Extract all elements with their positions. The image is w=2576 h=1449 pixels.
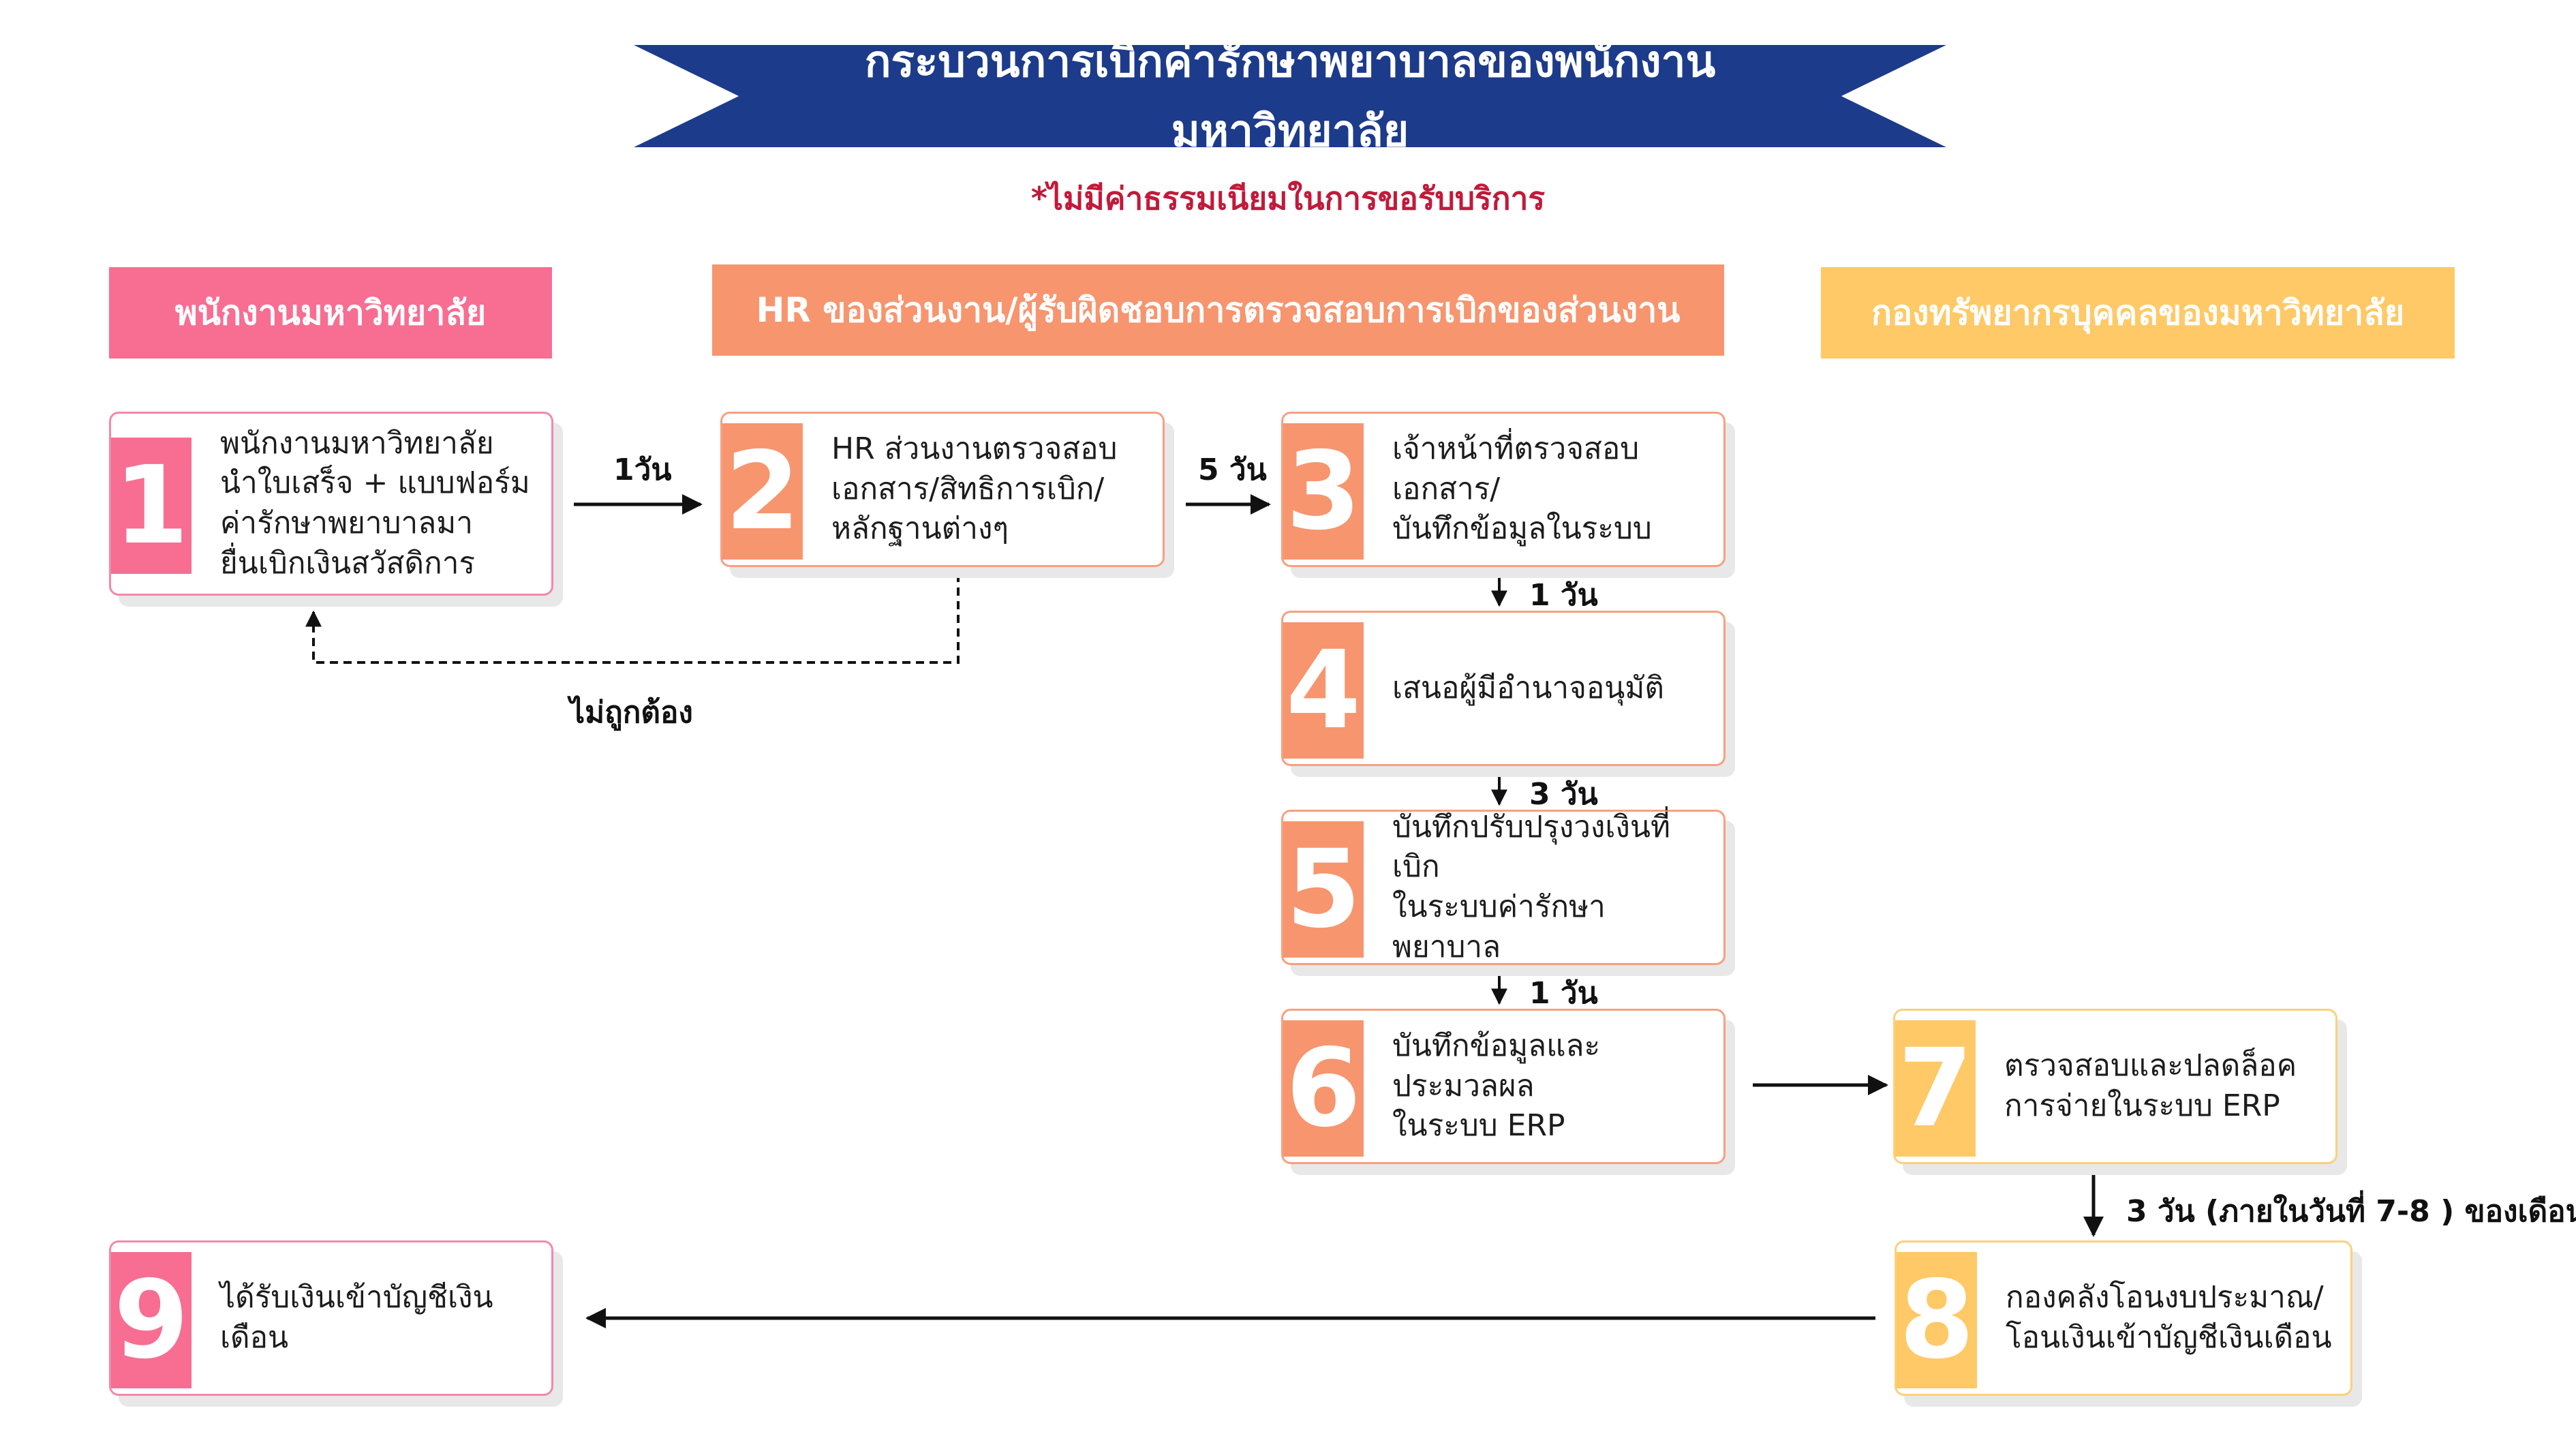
step-4-text: เสนอผู้มีอำนาจอนุมัติ bbox=[1392, 670, 1664, 705]
step-1-number: 1 bbox=[111, 438, 191, 574]
step-9-number: 9 bbox=[111, 1252, 191, 1388]
reject-label: ไม่ถูกต้อง bbox=[570, 695, 693, 730]
duration-2-3: 5 วัน bbox=[1198, 453, 1267, 487]
title-banner: กระบวนการเบิกค่ารักษาพยาบาลของพนักงานมหา… bbox=[634, 45, 1946, 147]
fee-note: *ไม่มีค่าธรรมเนียมในการขอรับบริการ bbox=[1030, 180, 1546, 217]
step-3-box: 3 เจ้าหน้าที่ตรวจสอบเอกสาร/ บันทึกข้อมูล… bbox=[1281, 412, 1726, 567]
step-5-number: 5 bbox=[1283, 821, 1364, 958]
duration-5-6: 1 วัน bbox=[1529, 976, 1598, 1011]
step-7-text: ตรวจสอบและปลดล็อค การจ่ายในระบบ ERP bbox=[2004, 1048, 2297, 1123]
page-title: กระบวนการเบิกค่ารักษาพยาบาลของพนักงานมหา… bbox=[864, 37, 1716, 157]
column-header-unit-hr: HR ของส่วนงาน/ผู้รับผิดชอบการตรวจสอบการเ… bbox=[712, 264, 1724, 356]
step-5-box: 5 บันทึกปรับปรุงวงเงินที่เบิก ในระบบค่าร… bbox=[1281, 810, 1726, 965]
step-1-text: พนักงานมหาวิทยาลัย นำใบเสร็จ + แบบฟอร์ม … bbox=[220, 425, 530, 581]
step-7-number: 7 bbox=[1895, 1020, 1976, 1157]
step-1-box: 1 พนักงานมหาวิทยาลัย นำใบเสร็จ + แบบฟอร์… bbox=[109, 412, 553, 596]
step-5-text: บันทึกปรับปรุงวงเงินที่เบิก ในระบบค่ารัก… bbox=[1392, 809, 1670, 964]
step-3-number: 3 bbox=[1283, 423, 1364, 560]
step-4-box: 4 เสนอผู้มีอำนาจอนุมัติ bbox=[1281, 611, 1726, 766]
duration-3-4: 1 วัน bbox=[1529, 578, 1598, 613]
step-8-number: 8 bbox=[1897, 1252, 1977, 1388]
step-4-number: 4 bbox=[1283, 622, 1364, 759]
step-8-box: 8 กองคลังโอนงบประมาณ/ โอนเงินเข้าบัญชีเง… bbox=[1895, 1240, 2352, 1396]
duration-7-8: 3 วัน (ภายในวันที่ 7-8 ) ของเดือน bbox=[2126, 1194, 2576, 1229]
step-9-box: 9 ได้รับเงินเข้าบัญชีเงินเดือน bbox=[109, 1240, 553, 1396]
column-header-employee: พนักงานมหาวิทยาลัย bbox=[109, 267, 552, 359]
step-2-box: 2 HR ส่วนงานตรวจสอบ เอกสาร/สิทธิการเบิก/… bbox=[720, 412, 1165, 567]
step-6-box: 6 บันทึกข้อมูลและประมวลผล ในระบบ ERP bbox=[1281, 1009, 1726, 1164]
step-8-text: กองคลังโอนงบประมาณ/ โอนเงินเข้าบัญชีเงิน… bbox=[2006, 1280, 2332, 1355]
column-header-hr-division: กองทรัพยากรบุคคลของมหาวิทยาลัย bbox=[1821, 267, 2455, 359]
duration-4-5: 3 วัน bbox=[1529, 777, 1598, 812]
duration-1-2: 1วัน bbox=[613, 453, 672, 487]
step-2-number: 2 bbox=[722, 423, 803, 560]
step-3-text: เจ้าหน้าที่ตรวจสอบเอกสาร/ บันทึกข้อมูลใน… bbox=[1392, 431, 1652, 547]
step-6-number: 6 bbox=[1283, 1020, 1364, 1157]
step-7-box: 7 ตรวจสอบและปลดล็อค การจ่ายในระบบ ERP bbox=[1893, 1009, 2337, 1164]
step-2-text: HR ส่วนงานตรวจสอบ เอกสาร/สิทธิการเบิก/ ห… bbox=[831, 431, 1118, 547]
reject-return-arrow bbox=[305, 574, 960, 664]
step-9-text: ได้รับเงินเข้าบัญชีเงินเดือน bbox=[220, 1280, 493, 1355]
step-6-text: บันทึกข้อมูลและประมวลผล ในระบบ ERP bbox=[1392, 1028, 1601, 1144]
